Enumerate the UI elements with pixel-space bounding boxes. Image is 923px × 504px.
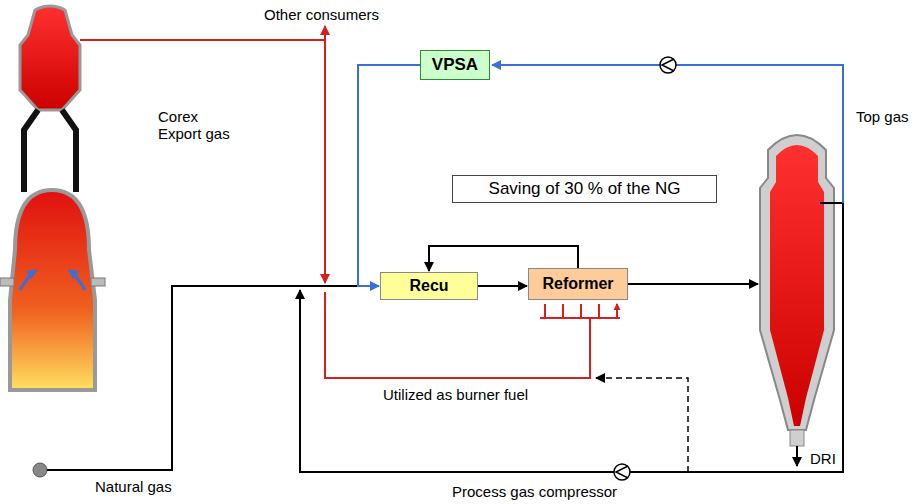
tuyere [0,278,14,286]
corex-plant [0,6,105,390]
tuyere [91,278,105,286]
gas-label: Corex Export gas [158,108,242,143]
downcomer [24,110,76,192]
gas-label: Top gas [856,108,909,125]
blast-arrow [20,270,36,290]
box-text: Reformer [542,275,613,293]
consumer-label: Other consumers [264,6,379,23]
compressor-symbol [614,464,630,480]
melter-gasifier [10,190,95,390]
blast-arrow [69,270,85,290]
recuperator-box: Recu [380,272,478,300]
furnace-shell [760,135,834,430]
fuel-bleed-line [596,378,688,472]
export-gas-line [80,39,325,41]
top-gas-line [820,202,843,204]
note-box: Saving of 30 % of the NG [452,175,717,203]
furnace-burden [770,145,824,426]
separation-unit: VPSA [420,50,490,80]
reduction-shaft [20,6,80,110]
natural-gas-line [47,286,358,470]
dri-arrow [796,446,798,466]
burner-fuel-line [325,292,590,378]
box-text: Saving of 30 % of the NG [489,179,681,199]
discharge [790,430,804,446]
flow-arrow [478,285,527,287]
fuel-label: Utilized as burner fuel [383,386,528,403]
box-text: Recu [409,277,448,295]
reformer-box: Reformer [528,268,628,300]
flow-arrow [358,65,420,286]
burner-arrow [545,304,617,318]
shaft-furnace [760,135,834,466]
compressor-symbol [660,57,676,73]
box-text: VPSA [432,55,478,75]
equipment-label: Process gas compressor [452,483,617,500]
gas-label: Natural gas [95,478,172,495]
recycle-gas-line [300,203,843,472]
product-label: DRI [810,450,836,467]
export-gas-line [324,40,326,283]
natural-gas-source [33,463,47,477]
reducing-gas-line [628,283,758,285]
export-gas-line [324,26,326,40]
